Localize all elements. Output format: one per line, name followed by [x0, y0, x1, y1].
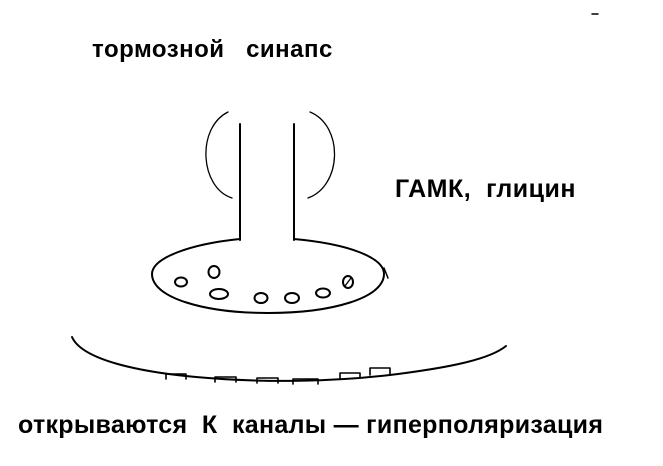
receptor-channel	[165, 373, 187, 380]
vesicle-mark	[344, 277, 352, 287]
synaptic-vesicle	[253, 292, 269, 304]
synaptic-vesicle	[284, 292, 300, 304]
postsynaptic-membrane	[71, 336, 507, 382]
transmitter-label: ГАМК, глицин	[395, 175, 576, 203]
presynaptic-terminal	[151, 238, 385, 314]
synaptic-vesicle	[342, 275, 354, 289]
synaptic-vesicle	[315, 287, 331, 299]
terminal-right-tick	[383, 267, 389, 279]
effect-label: открываются К каналы — гиперполяризация	[18, 411, 604, 439]
receptor-channel	[214, 376, 237, 383]
synaptic-vesicle	[174, 276, 188, 288]
synaptic-vesicle	[207, 265, 221, 279]
receptor-channel	[256, 377, 279, 384]
receptor-channel	[292, 378, 319, 385]
receptor-channels	[165, 367, 391, 385]
receptor-channel	[369, 367, 391, 376]
sheath-arc-left	[205, 111, 233, 199]
receptor-channel	[339, 372, 361, 379]
synaptic-vesicle	[209, 288, 229, 300]
diagram-title: тормозной синапс	[92, 36, 333, 63]
sheath-arc-right	[307, 111, 336, 199]
